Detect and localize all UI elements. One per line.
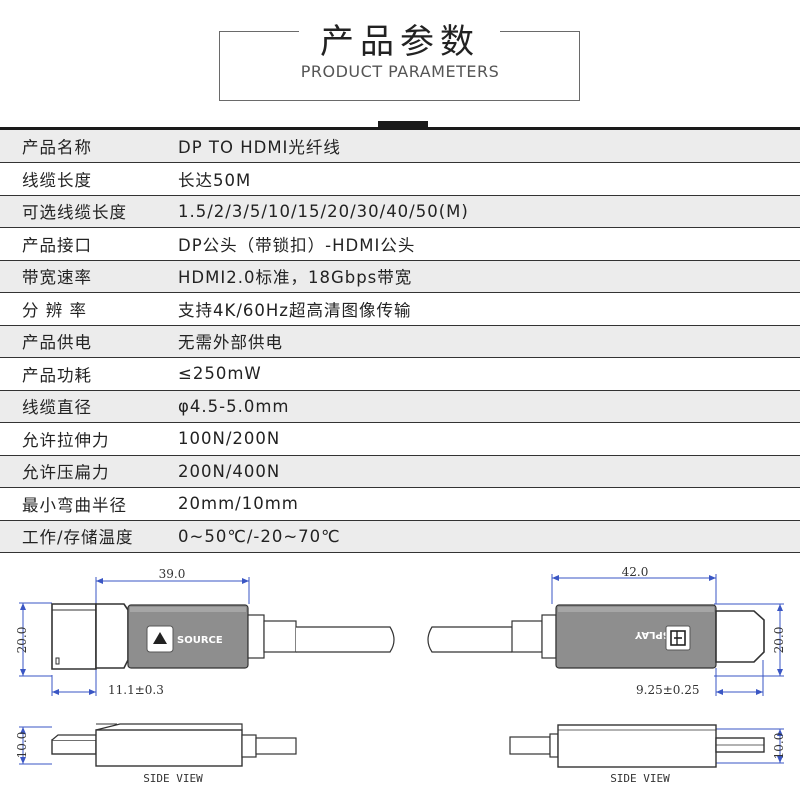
spec-row: 产品供电无需外部供电 [0,325,800,358]
dim-hdmi-side-height: 10.0 [772,733,786,760]
hdmi-connector-side-view: 10.0 SIDE VIEW [509,724,786,785]
page-subtitle: PRODUCT PARAMETERS [300,62,500,81]
spec-value: DP公头（带锁扣）-HDMI公头 [176,227,800,261]
dim-hdmi-length: 42.0 [622,565,649,579]
dim-dp-height: 20.0 [15,627,29,654]
hdmi-side-caption: SIDE VIEW [610,772,670,785]
spec-label: 带宽速率 [0,260,176,293]
spec-value: DP TO HDMI光纤线 [176,130,800,163]
table-top-tab [378,121,428,129]
spec-row: 分 辨 率支持4K/60Hz超高清图像传输 [0,292,800,326]
spec-label: 允许压扁力 [0,455,176,488]
spec-value: 100N/200N [176,422,800,456]
spec-value: φ4.5-5.0mm [176,390,800,423]
spec-label: 最小弯曲半径 [0,487,176,521]
header-bracket-left-side [219,31,220,101]
spec-value: 无需外部供电 [176,325,800,358]
spec-label: 可选线缆长度 [0,195,176,228]
header-bracket-right-top [500,31,580,32]
header-bracket-left-top [219,31,299,32]
dim-dp-side-height: 10.0 [15,732,29,759]
dp-connector-front-view: 39.0 20.0 11.1±0.3 SOURCE [15,567,395,697]
spec-label: 产品名称 [0,130,176,163]
spec-value: 200N/400N [176,455,800,488]
spec-label: 允许拉伸力 [0,422,176,456]
spec-value: HDMI2.0标准，18Gbps带宽 [176,260,800,293]
table-top-rule [0,127,800,130]
spec-value: 0~50℃/-20~70℃ [176,520,800,553]
spec-label: 产品接口 [0,227,176,261]
spec-row: 产品功耗≤250mW [0,357,800,391]
spec-label: 线缆直径 [0,390,176,423]
dim-dp-length: 39.0 [159,567,186,581]
spec-label: 线缆长度 [0,162,176,196]
hdmi-connector-front-view: 42.0 20.0 9.25±0.25 DISPLAY [427,565,786,697]
connector-drawings: 39.0 20.0 11.1±0.3 SOURCE 10.0 [15,565,786,785]
header-bracket-right-side [579,31,580,101]
display-badge: DISPLAY [634,629,682,640]
dp-connector-side-view: 10.0 SIDE VIEW [15,723,297,785]
spec-value: 1.5/2/3/5/10/15/20/30/40/50(M) [176,195,800,228]
spec-value: ≤250mW [176,357,800,391]
spec-row: 线缆长度长达50M [0,162,800,196]
spec-label: 工作/存储温度 [0,520,176,553]
spec-value: 支持4K/60Hz超高清图像传输 [176,292,800,326]
dim-hdmi-plug: 9.25±0.25 [636,683,700,697]
spec-label: 产品供电 [0,325,176,358]
spec-label: 分 辨 率 [0,292,176,326]
dp-side-caption: SIDE VIEW [143,772,203,785]
page-title: 产品参数 [320,22,480,62]
dim-hdmi-height: 20.0 [772,627,786,654]
header-bracket-bottom [219,100,580,101]
spec-value: 20mm/10mm [176,487,800,521]
spec-label: 产品功耗 [0,357,176,391]
source-badge: SOURCE [177,635,223,646]
spec-value: 长达50M [176,162,800,196]
dim-dp-plug: 11.1±0.3 [108,683,164,697]
